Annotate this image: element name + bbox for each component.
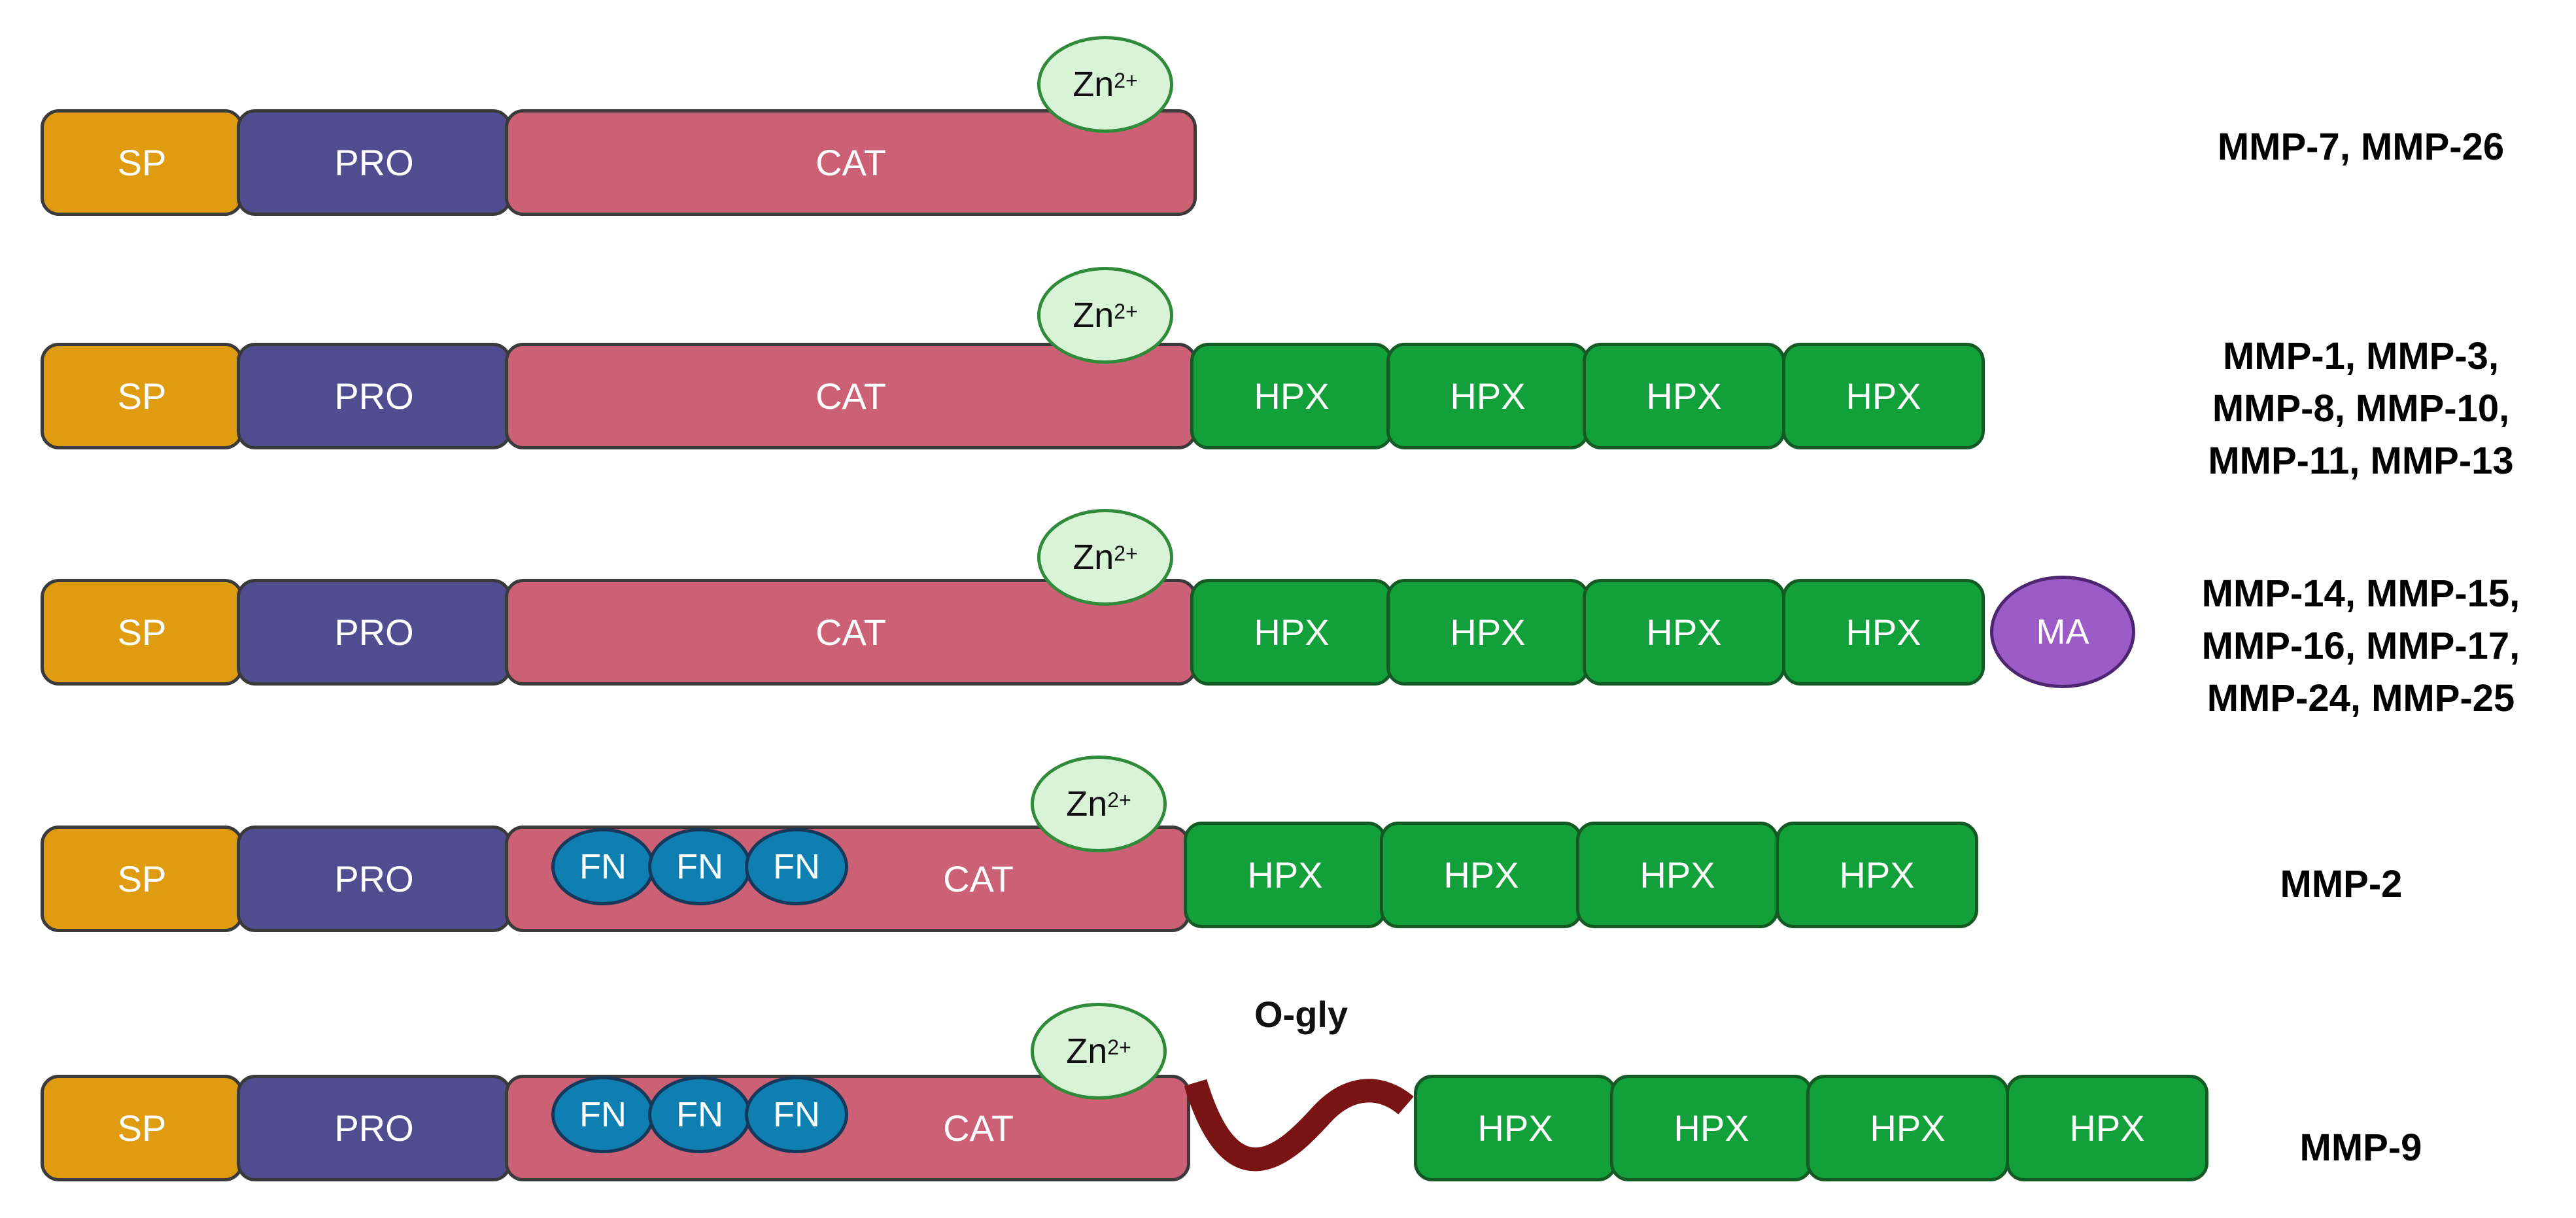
label-line: MMP-9 bbox=[2299, 1126, 2422, 1169]
hpx-domain: HPX bbox=[1386, 343, 1589, 449]
sp-domain: SP bbox=[41, 343, 243, 449]
hpx-domain: HPX bbox=[1776, 822, 1978, 928]
label-line: MMP-11, MMP-13 bbox=[2208, 440, 2514, 482]
sp-domain: SP bbox=[41, 579, 243, 686]
hpx-domain: HPX bbox=[1806, 1075, 2009, 1181]
row-label: MMP-7, MMP-26 bbox=[2191, 121, 2531, 173]
row-label: MMP-9 bbox=[2230, 1122, 2492, 1174]
o-glycosylated-linker bbox=[1184, 1079, 1414, 1172]
hpx-domain: HPX bbox=[1386, 579, 1589, 686]
hpx-domain: HPX bbox=[1576, 822, 1779, 928]
hpx-domain: HPX bbox=[1184, 822, 1386, 928]
hpx-domain: HPX bbox=[1610, 1075, 1813, 1181]
pro-domain: PRO bbox=[237, 1075, 511, 1181]
hpx-domain: HPX bbox=[1583, 343, 1785, 449]
label-line: MMP-8, MMP-10, bbox=[2212, 387, 2510, 430]
label-line: MMP-16, MMP-17, bbox=[2201, 625, 2520, 667]
pro-domain: PRO bbox=[237, 826, 511, 932]
label-line: MMP-2 bbox=[2280, 863, 2403, 905]
hpx-domain: HPX bbox=[1380, 822, 1583, 928]
row-label: MMP-1, MMP-3, MMP-8, MMP-10, MMP-11, MMP… bbox=[2178, 330, 2544, 487]
fibronectin-domain: FN bbox=[551, 828, 655, 905]
hpx-domain: HPX bbox=[1782, 343, 1985, 449]
pro-domain: PRO bbox=[237, 343, 511, 449]
label-line: MMP-1, MMP-3, bbox=[2222, 335, 2499, 377]
hpx-domain: HPX bbox=[1414, 1075, 1617, 1181]
sp-domain: SP bbox=[41, 1075, 243, 1181]
fibronectin-domain: FN bbox=[551, 1076, 655, 1153]
membrane-anchor-domain: MA bbox=[1990, 576, 2135, 688]
hpx-domain: HPX bbox=[1583, 579, 1785, 686]
hpx-domain: HPX bbox=[1190, 343, 1393, 449]
o-gly-label: O-gly bbox=[1254, 994, 1348, 1035]
fibronectin-domain: FN bbox=[648, 828, 751, 905]
row-label: MMP-14, MMP-15, MMP-16, MMP-17, MMP-24, … bbox=[2165, 568, 2557, 725]
sp-domain: SP bbox=[41, 109, 243, 216]
hpx-domain: HPX bbox=[2006, 1075, 2208, 1181]
pro-domain: PRO bbox=[237, 579, 511, 686]
hpx-domain: HPX bbox=[1782, 579, 1985, 686]
hpx-domain: HPX bbox=[1190, 579, 1393, 686]
pro-domain: PRO bbox=[237, 109, 511, 216]
fibronectin-domain: FN bbox=[745, 828, 848, 905]
fibronectin-domain: FN bbox=[745, 1076, 848, 1153]
label-line: MMP-24, MMP-25 bbox=[2207, 677, 2515, 720]
row-label: MMP-2 bbox=[2210, 858, 2472, 911]
label-line: MMP-7, MMP-26 bbox=[2217, 126, 2505, 168]
sp-domain: SP bbox=[41, 826, 243, 932]
fibronectin-domain: FN bbox=[648, 1076, 751, 1153]
label-line: MMP-14, MMP-15, bbox=[2201, 572, 2520, 615]
